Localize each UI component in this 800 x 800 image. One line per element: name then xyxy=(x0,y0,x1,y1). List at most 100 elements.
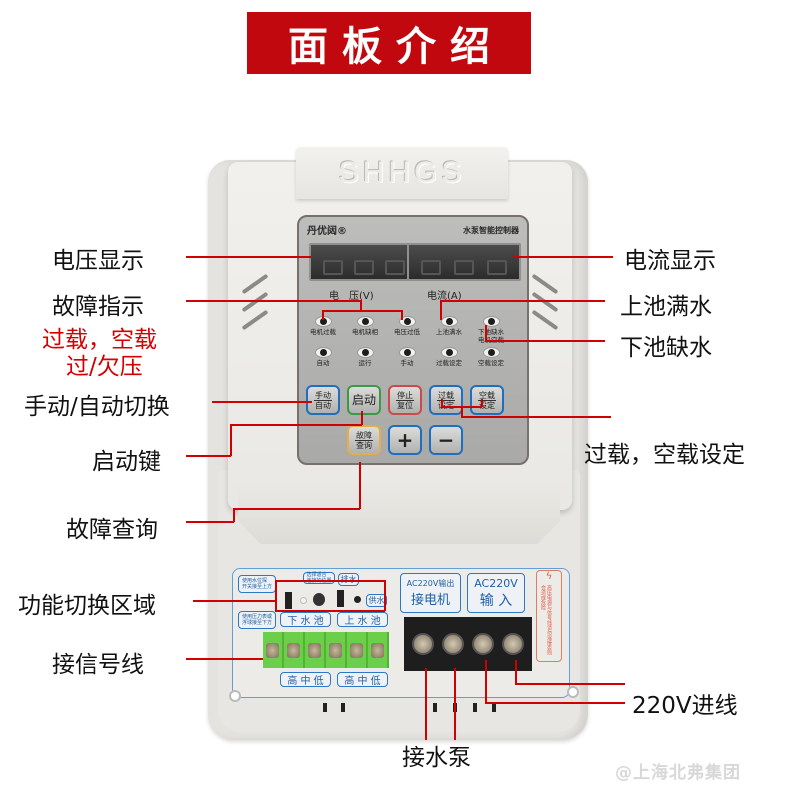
motor-terminal[interactable] xyxy=(442,633,464,655)
indicator-motor-phase-loss: 电机缺相 xyxy=(344,316,386,344)
signal-terminal[interactable] xyxy=(368,632,389,668)
label-manual-auto: 手动/自动切换 xyxy=(24,394,170,420)
motor-terminal[interactable] xyxy=(412,633,434,655)
minus-icon: − xyxy=(437,427,455,452)
label-fault-detail-1: 过载，空载 xyxy=(42,327,157,353)
led-icon xyxy=(356,347,374,358)
vent-slot xyxy=(492,703,496,712)
leader-upper-tank-full xyxy=(440,300,605,302)
leader-lower-tank-empty xyxy=(485,340,605,342)
overload-setting-button[interactable]: 过载设定 xyxy=(429,385,463,415)
function-switch-outline xyxy=(275,580,385,582)
power-input-terminal[interactable] xyxy=(472,633,494,655)
leader-fault-query xyxy=(233,508,360,510)
warning-text: 高压电源与信号线请勿混接否则会造成危险 xyxy=(540,585,552,655)
vent-slot xyxy=(323,703,327,712)
leader-fault-indicator xyxy=(322,310,324,320)
leader-pump xyxy=(454,668,456,740)
label-pump-connection: 接水泵 xyxy=(402,745,471,771)
leader-fault-query xyxy=(359,462,361,509)
vent-left xyxy=(240,273,270,331)
indicator-auto: 自动 xyxy=(302,347,344,367)
fault-query-button[interactable]: 故障查询 xyxy=(347,425,381,455)
function-switch-outline xyxy=(275,610,385,612)
mounting-hole xyxy=(229,690,241,702)
page-title: 面板介绍 xyxy=(247,12,531,74)
leader-fault-indicator xyxy=(322,310,402,312)
current-display-label: 电流(A) xyxy=(427,291,462,302)
switch-dot xyxy=(354,596,361,603)
switch-toggle-1[interactable] xyxy=(285,592,292,609)
power-input-terminal[interactable] xyxy=(502,633,524,655)
power-terminal-block xyxy=(404,617,532,671)
indicator-overload-setting: 过载设定 xyxy=(428,347,470,367)
manual-auto-button[interactable]: 手动自动 xyxy=(306,385,340,415)
motor-output-label: AC220V输出 接电机 xyxy=(400,573,461,613)
leader-lower-tank-empty xyxy=(485,325,487,341)
start-button[interactable]: 启动 xyxy=(347,385,381,415)
signal-terminal[interactable] xyxy=(347,632,368,668)
leader-start-key xyxy=(230,424,232,456)
signal-terminal[interactable] xyxy=(284,632,305,668)
led-icon xyxy=(314,347,332,358)
signal-terminal[interactable] xyxy=(263,632,284,668)
drain-label: 排水 xyxy=(338,573,359,586)
leader-power-input xyxy=(515,660,517,684)
switch-note: 选择适合 连接的位置 xyxy=(303,572,335,584)
signal-terminal[interactable] xyxy=(305,632,326,668)
warning-box: ϟ 高压电源与信号线请勿混接否则会造成危险 xyxy=(536,570,562,662)
indicator-upper-tank-full: 上池满水 xyxy=(428,316,470,344)
leader-current-display xyxy=(513,256,613,258)
screw-icon xyxy=(266,642,279,658)
switch-toggle-2[interactable] xyxy=(337,590,344,607)
label-power-input: 220V进线 xyxy=(632,693,738,719)
label-fault-query: 故障查询 xyxy=(66,517,158,543)
lightning-icon: ϟ xyxy=(545,571,553,582)
leader-power-input xyxy=(485,660,487,703)
leader-pump xyxy=(425,668,427,740)
indicator-running: 运行 xyxy=(344,347,386,367)
label-overload-noload-setting: 过载，空载设定 xyxy=(584,442,745,468)
indicator-motor-overload: 电机过载 xyxy=(302,316,344,344)
leader-setting-keys xyxy=(461,416,611,418)
screw-icon xyxy=(287,642,300,658)
screw-icon xyxy=(308,642,321,658)
supply-label: 供水 xyxy=(366,594,387,607)
levels-lower-label: 高 中 低 xyxy=(280,672,331,687)
minus-button[interactable]: − xyxy=(429,425,463,455)
brand-embossed-text: SHHGS xyxy=(338,156,466,189)
led-icon xyxy=(398,347,416,358)
panel-logo: 丹优闼® xyxy=(307,226,347,237)
note-pressure-gauge: 使用压力表或 浮球接至下方 xyxy=(238,611,276,629)
leader-upper-tank-full xyxy=(440,300,442,320)
adjust-knob[interactable] xyxy=(313,593,325,606)
leader-fault-indicator xyxy=(360,300,362,312)
vent-slot xyxy=(473,703,477,712)
plus-button[interactable]: + xyxy=(388,425,422,455)
led-icon xyxy=(440,316,458,327)
signal-terminal[interactable] xyxy=(326,632,347,668)
leader-voltage-display xyxy=(186,256,311,258)
lower-tank-label: 下 水 池 xyxy=(280,612,331,627)
label-current-display: 电流显示 xyxy=(624,248,716,274)
function-switch-outline xyxy=(384,580,386,611)
indicator-dot xyxy=(300,597,307,604)
function-switch-outline xyxy=(275,580,277,611)
screw-icon xyxy=(350,642,363,658)
voltage-display xyxy=(309,243,419,281)
noload-setting-button[interactable]: 空载设定 xyxy=(470,385,504,415)
voltage-display-label: 电 压(V) xyxy=(329,291,374,302)
led-icon xyxy=(482,316,500,327)
indicator-row-1: 电机过载 电机缺相 电压过低 上池满水 下池缺水 电机空载 xyxy=(302,316,512,344)
levels-upper-label: 高 中 低 xyxy=(337,672,388,687)
label-fault-detail-2: 过/欠压 xyxy=(66,354,143,380)
indicator-manual: 手动 xyxy=(386,347,428,367)
leader-signal-wire xyxy=(186,658,263,660)
note-float-switch: 使用水位探 开关接至上方 xyxy=(238,575,276,593)
stop-reset-button[interactable]: 停止复位 xyxy=(388,385,422,415)
label-lower-tank-empty: 下池缺水 xyxy=(620,335,712,361)
leader-setting-keys xyxy=(461,406,463,417)
led-icon xyxy=(440,347,458,358)
leader-fault-indicator xyxy=(186,300,361,302)
vent-slot xyxy=(341,703,345,712)
